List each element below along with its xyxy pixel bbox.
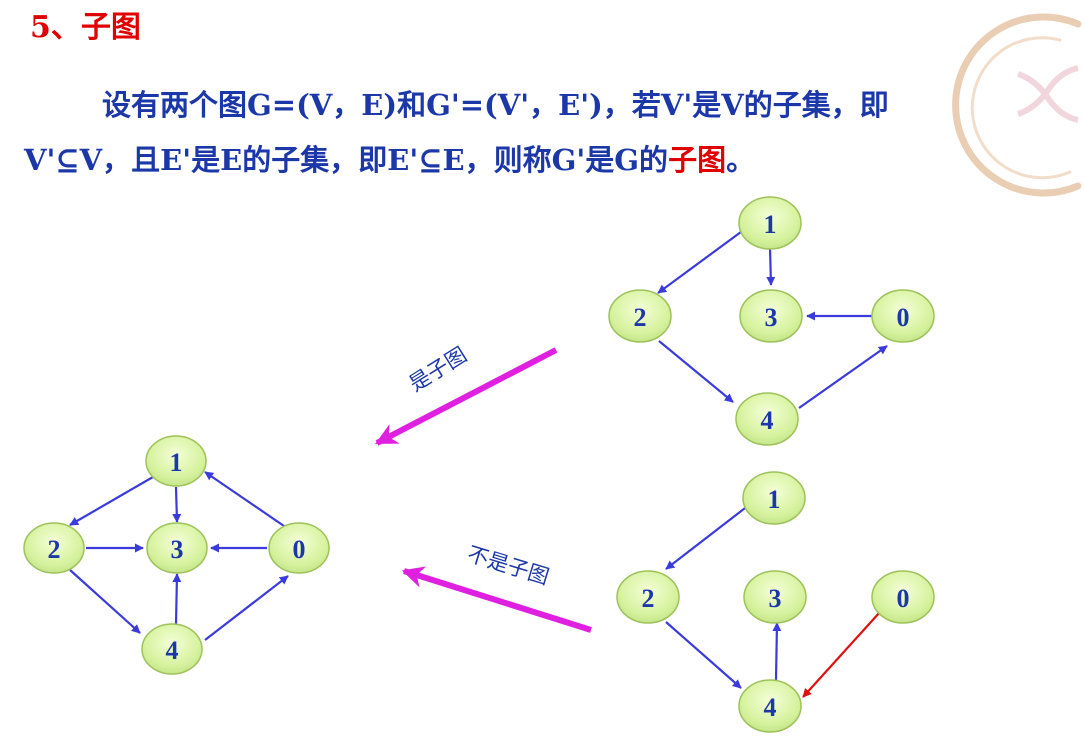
edge-4-3 xyxy=(772,622,782,681)
edge-1-2 xyxy=(657,228,746,294)
subgraph-arrow-label: 是子图 xyxy=(405,343,471,397)
node-label: 1 xyxy=(768,485,781,514)
edge-1-3 xyxy=(766,247,776,286)
node-label: 2 xyxy=(634,303,647,332)
edge-2-4 xyxy=(69,569,141,634)
node-label: 0 xyxy=(293,535,306,564)
invalid-edge-0-4 xyxy=(802,611,881,698)
edge-1-3 xyxy=(172,486,182,523)
definition-text: 设有两个图G=(V，E)和G'=(V'，E')，若V'是V的子集，即 V'⊆V，… xyxy=(24,78,1084,188)
graph-node-3: 3 xyxy=(743,570,807,624)
graph-node-4: 4 xyxy=(141,623,203,675)
definition-line-2-end: 。 xyxy=(726,143,756,177)
edge-4-0 xyxy=(798,345,888,409)
edge-4-0 xyxy=(204,575,289,641)
graph-node-2: 2 xyxy=(608,289,672,343)
node-label: 3 xyxy=(171,535,184,564)
edge-0-1 xyxy=(204,471,285,527)
subgraph-edges xyxy=(657,228,888,409)
graph-node-1: 1 xyxy=(738,196,802,250)
main-graph: 1 2 3 0 4 xyxy=(23,435,330,675)
node-label: 2 xyxy=(48,535,61,564)
graph-node-0: 0 xyxy=(871,570,935,624)
graph-node-2: 2 xyxy=(616,570,680,624)
node-label: 1 xyxy=(764,210,777,239)
graph-node-3: 3 xyxy=(739,289,803,343)
subgraph-term: 子图 xyxy=(668,143,727,177)
not-subgraph-arrow xyxy=(401,566,592,633)
graph-node-4: 4 xyxy=(738,679,802,733)
node-label: 3 xyxy=(769,584,782,613)
edge-2-4 xyxy=(665,621,742,689)
node-label: 4 xyxy=(166,636,179,665)
node-label: 4 xyxy=(764,693,777,722)
non-subgraph-edges xyxy=(665,504,782,689)
subgraph-example: 1 2 3 0 4 xyxy=(608,196,935,446)
definition-line-2-text: V'⊆V，且E'是E的子集，即E'⊆E，则称G'是G的 xyxy=(24,143,669,177)
node-label: 4 xyxy=(761,406,774,435)
graph-node-0: 0 xyxy=(268,522,330,574)
slide-title: 5、子图 xyxy=(30,10,141,45)
node-label: 1 xyxy=(170,448,183,477)
graph-node-2: 2 xyxy=(23,522,85,574)
definition-line-1: 设有两个图G=(V，E)和G'=(V'，E')，若V'是V的子集，即 xyxy=(102,88,889,122)
logo-watermark xyxy=(952,13,1082,197)
non-subgraph-example: 1 2 3 0 4 xyxy=(616,471,935,733)
node-label: 3 xyxy=(765,303,778,332)
graph-node-1: 1 xyxy=(742,471,806,525)
subgraph-arrow xyxy=(375,347,558,446)
graph-node-4: 4 xyxy=(735,392,799,446)
node-label: 2 xyxy=(642,584,655,613)
node-label: 0 xyxy=(897,584,910,613)
main-edges xyxy=(69,471,289,641)
edge-1-2 xyxy=(69,476,154,526)
graph-node-0: 0 xyxy=(871,289,935,343)
definition-line-2: V'⊆V，且E'是E的子集，即E'⊆E，则称G'是G的子图。 xyxy=(24,133,1084,188)
edge-4-3 xyxy=(172,573,182,625)
graph-node-3: 3 xyxy=(146,522,208,574)
edge-1-2 xyxy=(665,504,750,570)
node-label: 0 xyxy=(897,303,910,332)
not-subgraph-arrow-label: 不是子图 xyxy=(465,542,552,590)
edge-2-4 xyxy=(658,340,734,403)
graph-node-1: 1 xyxy=(145,435,207,487)
